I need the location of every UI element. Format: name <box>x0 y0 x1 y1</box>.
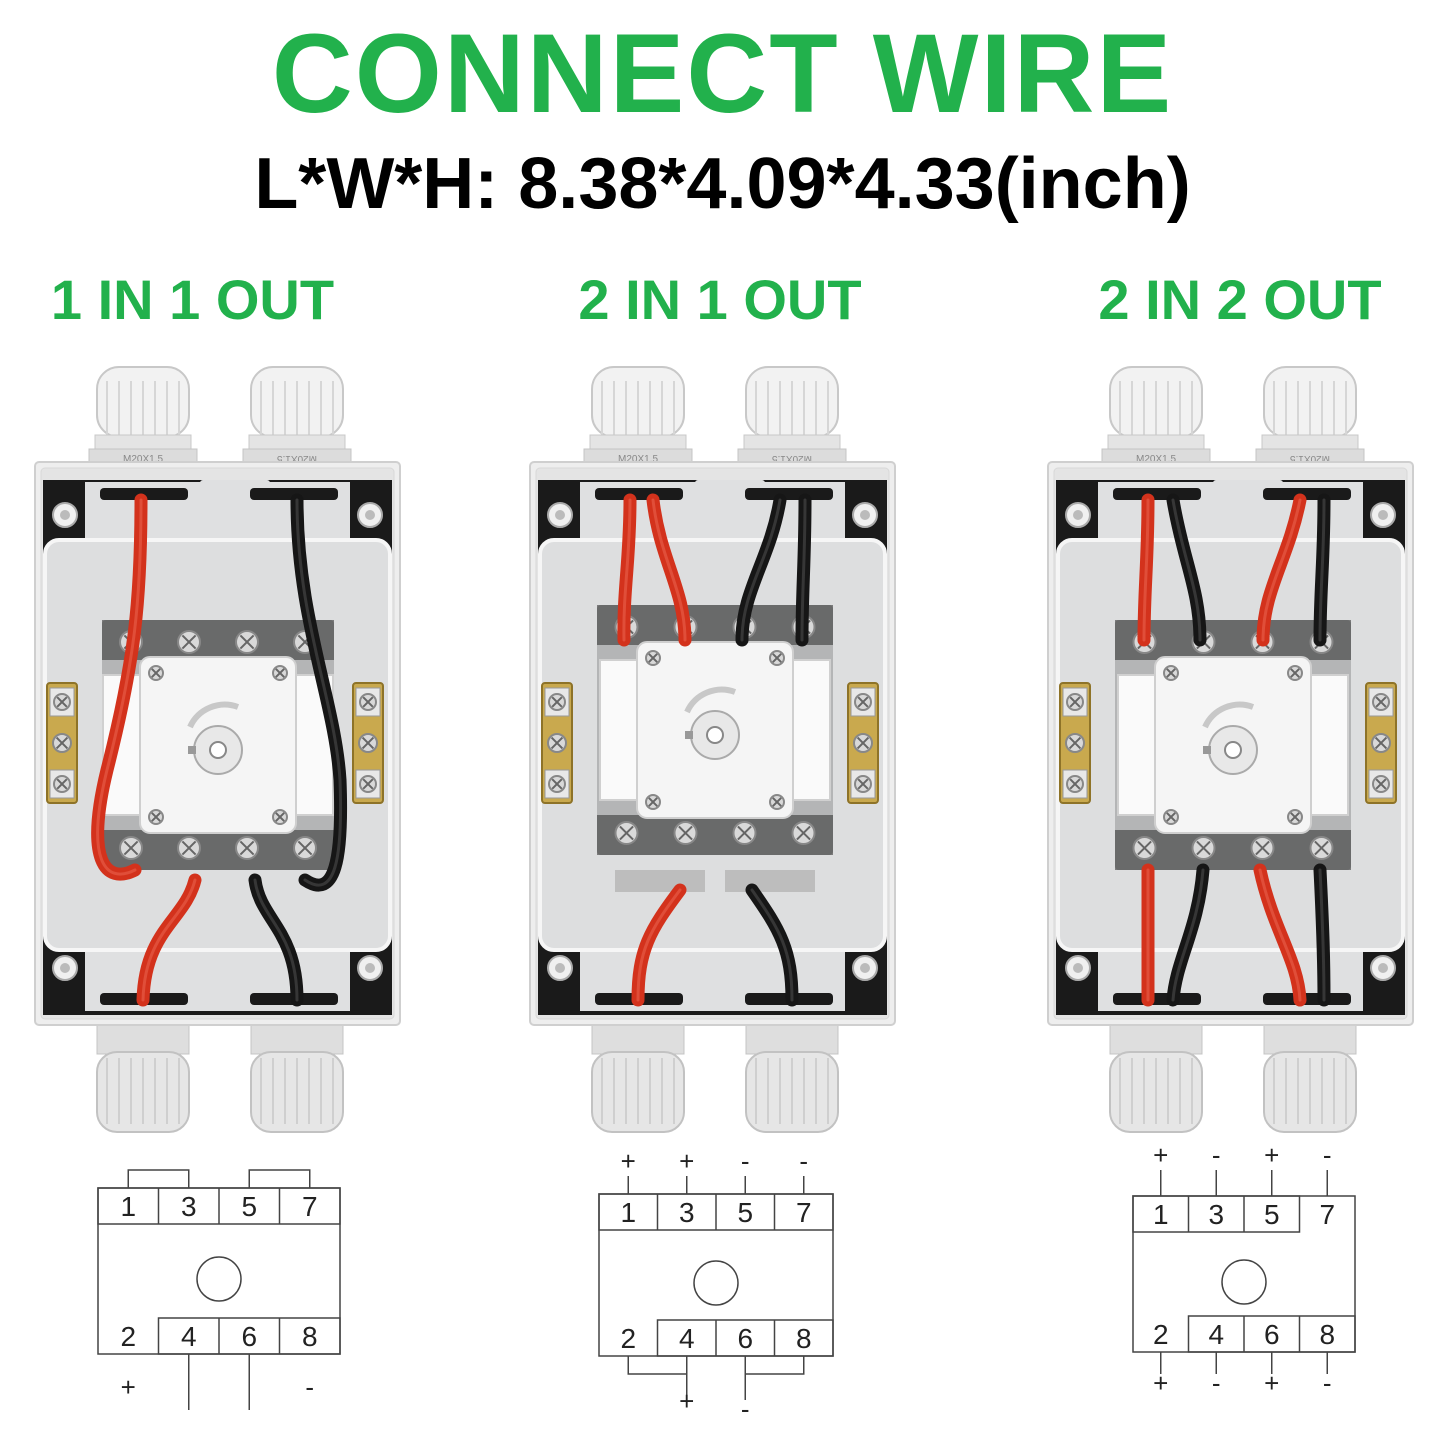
terminal-label: 2 <box>120 1321 136 1352</box>
polarity-sign: + <box>679 1146 694 1176</box>
polarity-sign: - <box>1323 1140 1332 1170</box>
terminal-label: 7 <box>302 1191 318 1222</box>
config-title-1in1out: 1 IN 1 OUT <box>50 268 335 331</box>
junction-box-2in2out: M20X1.5 M20X1.5 <box>1047 366 1414 1133</box>
gland-entry <box>1263 488 1351 500</box>
gland-label: M20X1.5 <box>772 453 812 464</box>
config-title-2in2out: 2 IN 2 OUT <box>1098 268 1382 331</box>
terminal-label: 6 <box>241 1321 257 1352</box>
gland-entry <box>100 488 188 500</box>
terminal-label: 5 <box>1264 1199 1280 1230</box>
terminal-label: 7 <box>796 1197 812 1228</box>
junction-box-2in1out: M20X1.5 M20X1.5 <box>529 366 896 1133</box>
terminal-label: 4 <box>181 1321 197 1352</box>
config-title-2in1out: 2 IN 1 OUT <box>578 268 862 331</box>
terminal-label: 8 <box>796 1323 812 1354</box>
cable-gland <box>242 1007 352 1133</box>
terminal-label: 4 <box>679 1323 695 1354</box>
cable-gland: M20X1.5 <box>1255 366 1365 468</box>
gland-entry <box>595 488 683 500</box>
terminal-label: 2 <box>1153 1319 1169 1350</box>
terminal-label: 5 <box>241 1191 257 1222</box>
terminal-label: 6 <box>737 1323 753 1354</box>
polarity-sign: - <box>1212 1368 1221 1398</box>
polarity-sign: + <box>1264 1368 1279 1398</box>
polarity-negative: - <box>741 1394 750 1424</box>
polarity-positive: + <box>679 1386 694 1416</box>
gland-label: M20X1.5 <box>123 454 163 465</box>
cable-gland <box>737 1007 847 1133</box>
din-rail-terminal <box>847 682 879 804</box>
junction-box-1in1out: M20X1.5 M20X1.5 <box>34 366 401 1133</box>
gland-entry <box>1113 993 1201 1005</box>
cable-gland: M20X1.5 <box>88 366 198 468</box>
gland-entry <box>1113 488 1201 500</box>
polarity-sign: + <box>621 1146 636 1176</box>
din-rail-terminal <box>1365 682 1397 804</box>
rotary-knob-symbol <box>196 1256 242 1302</box>
page-title: CONNECT WIRE <box>271 11 1174 136</box>
cable-gland: M20X1.5 <box>242 366 352 468</box>
wiring-schematic-2: 1 3 5 7 2 4 6 8 + + - - + - <box>598 1146 834 1424</box>
terminal-label: 2 <box>620 1323 636 1354</box>
polarity-sign: + <box>1153 1368 1168 1398</box>
cable-gland <box>1101 1007 1211 1133</box>
terminal-label: 3 <box>679 1197 695 1228</box>
gland-label: M20X1.5 <box>618 454 658 465</box>
polarity-positive: + <box>121 1372 136 1402</box>
din-rail-terminal <box>46 682 78 804</box>
terminal-label: 1 <box>120 1191 136 1222</box>
cable-gland: M20X1.5 <box>1101 366 1211 468</box>
disconnect-switch <box>597 605 833 855</box>
gland-label: M20X1.5 <box>277 453 317 464</box>
jumper-1-3 <box>127 1169 190 1188</box>
terminal-label: 1 <box>1153 1199 1169 1230</box>
cable-gland: M20X1.5 <box>737 366 847 468</box>
din-rail-terminal <box>541 682 573 804</box>
bridge-6-8 <box>744 1356 805 1375</box>
bridge-bar <box>615 870 705 892</box>
gland-entry <box>250 488 338 500</box>
terminal-label: 1 <box>620 1197 636 1228</box>
terminal-label: 3 <box>1208 1199 1224 1230</box>
disconnect-switch <box>102 620 334 870</box>
terminal-label: 4 <box>1208 1319 1224 1350</box>
gland-entry <box>1263 993 1351 1005</box>
polarity-sign: - <box>1212 1140 1221 1170</box>
terminal-label: 7 <box>1319 1199 1335 1230</box>
gland-label: M20X1.5 <box>1290 453 1330 464</box>
terminal-label: 6 <box>1264 1319 1280 1350</box>
cable-gland: M20X1.5 <box>583 366 693 468</box>
gland-entry <box>745 488 833 500</box>
terminal-label: 8 <box>1319 1319 1335 1350</box>
dimensions-subtitle: L*W*H: 8.38*4.09*4.33(inch) <box>254 144 1191 224</box>
terminal-label: 8 <box>302 1321 318 1352</box>
polarity-sign: + <box>1264 1140 1279 1170</box>
bridge-bar <box>725 870 815 892</box>
polarity-negative: - <box>305 1372 314 1402</box>
jumper-5-7 <box>248 1169 311 1188</box>
terminal-label: 3 <box>181 1191 197 1222</box>
polarity-sign: - <box>799 1146 808 1176</box>
terminal-label: 5 <box>737 1197 753 1228</box>
cable-gland <box>1255 1007 1365 1133</box>
wiring-schematic-1: 1 3 5 7 2 4 6 8 + - <box>97 1169 341 1410</box>
rotary-knob-symbol <box>693 1260 739 1306</box>
cable-gland <box>88 1007 198 1133</box>
bridge-2-4 <box>627 1356 688 1375</box>
din-rail-terminal <box>1059 682 1091 804</box>
polarity-sign: - <box>741 1146 750 1176</box>
polarity-sign: + <box>1153 1140 1168 1170</box>
wiring-schematic-3: 1 3 5 7 2 4 6 8 + + - - + + - - <box>1132 1140 1356 1398</box>
gland-label: M20X1.5 <box>1136 454 1176 465</box>
polarity-sign: - <box>1323 1368 1332 1398</box>
disconnect-switch <box>1115 620 1351 870</box>
din-rail-terminal <box>352 682 384 804</box>
cable-gland <box>583 1007 693 1133</box>
rotary-knob-symbol <box>1221 1259 1267 1305</box>
